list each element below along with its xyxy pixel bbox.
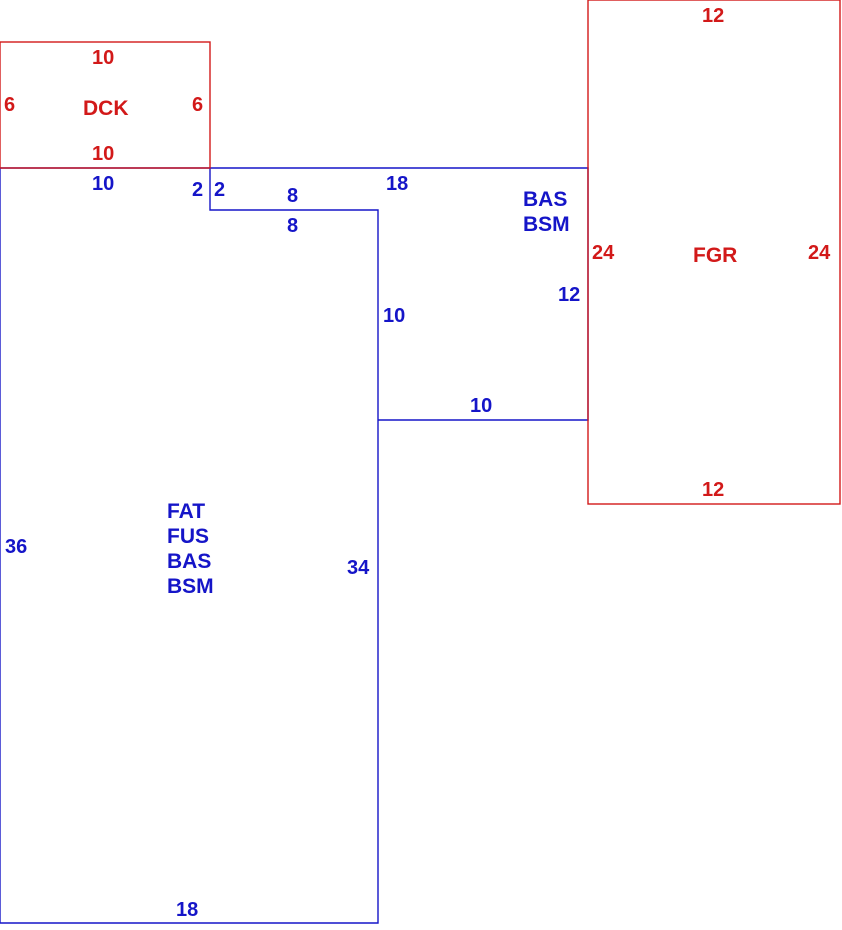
fgr-dim-bottom: 12	[702, 479, 724, 501]
main-dim-left: 36	[5, 536, 27, 558]
wing-label-bsm: BSM	[523, 213, 570, 236]
main-dim-notch-bottom: 8	[287, 215, 298, 237]
wing-dim-right: 12	[558, 284, 580, 306]
fgr-dim-right: 24	[808, 242, 831, 264]
wing-dim-bottom: 10	[470, 395, 492, 417]
dck-dim-bottom: 10	[92, 143, 114, 165]
main-dim-notch-top: 8	[287, 185, 298, 207]
dck-dim-right: 6	[192, 94, 203, 116]
main-dim-bottom: 18	[176, 899, 198, 921]
main-dim-top-left: 10	[92, 173, 114, 195]
dck-dim-left: 6	[4, 94, 15, 116]
wing-dim-left: 10	[383, 305, 405, 327]
fgr-outline	[587, 0, 841, 505]
fgr-dim-left: 24	[592, 242, 615, 264]
fgr-dim-top: 12	[702, 5, 724, 27]
wing-label-bas: BAS	[523, 188, 567, 211]
dck-outline	[0, 41, 211, 169]
main-dim-step-a: 2	[192, 179, 203, 201]
main-dim-step-b: 2	[214, 179, 225, 201]
main-label-bas: BAS	[167, 550, 211, 573]
main-dim-top-right: 18	[386, 173, 408, 195]
dck-label: DCK	[83, 97, 129, 120]
main-label-bsm: BSM	[167, 575, 214, 598]
fgr-label: FGR	[693, 244, 737, 267]
main-label-fus: FUS	[167, 525, 209, 548]
main-label-fat: FAT	[167, 500, 205, 523]
dck-dim-top: 10	[92, 47, 114, 69]
main-dim-inner-right: 34	[347, 557, 370, 579]
